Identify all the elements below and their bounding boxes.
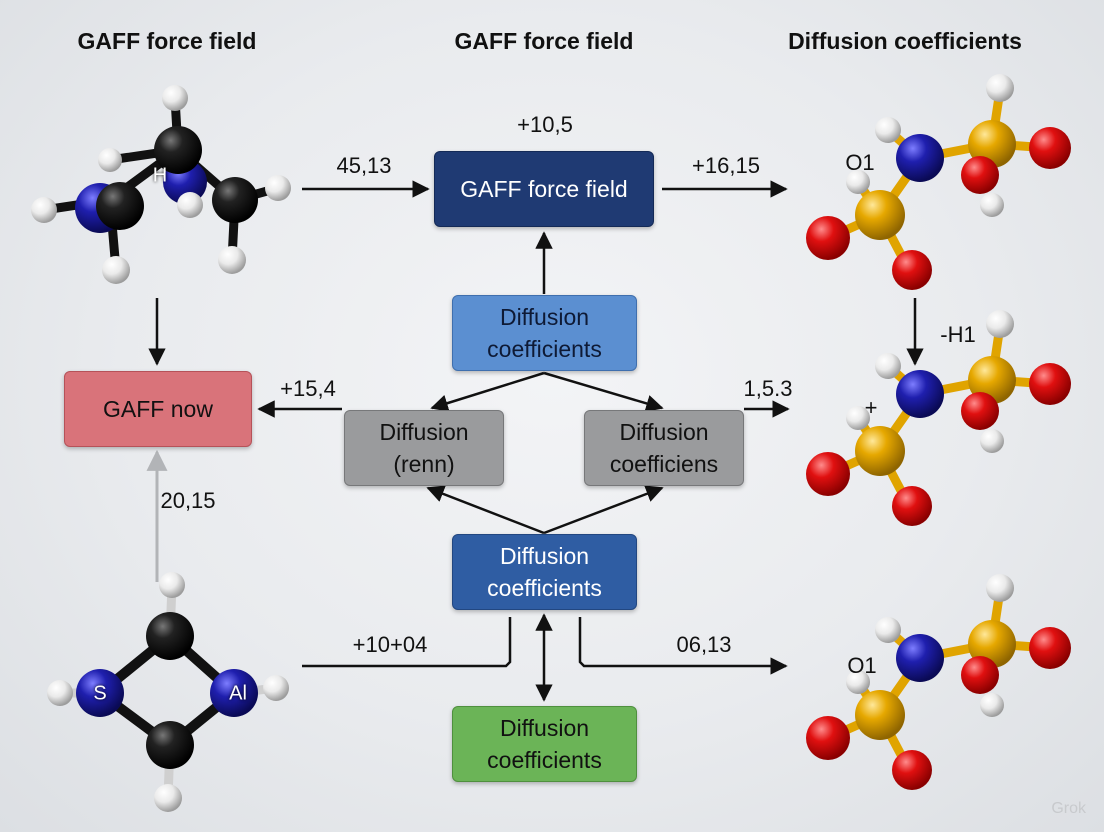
node-diffusion-renn[interactable]: Diffusion (renn) (344, 410, 504, 486)
edge-label-left-lower: 20,15 (160, 488, 216, 513)
node-diffusion-green-line2: coefficients (487, 747, 602, 773)
node-gaff-now-label: GAFF now (103, 396, 213, 422)
molecule-right-bottom (806, 574, 1071, 790)
edge-label-top-left: 45,13 (336, 153, 392, 178)
edge-label-right-minus: -H1 (940, 322, 976, 347)
molecule-top-left (31, 85, 291, 284)
atom-label-al: Al (229, 682, 247, 705)
node-diffusion-coefficiens-line1: Diffusion (619, 419, 709, 445)
atom-label-o1-bottom: O1 (847, 653, 877, 678)
node-diffusion-coefficiens-line2: coefficiens (609, 451, 719, 477)
connector-bottom-right (578, 617, 788, 675)
atom-label-s: S (93, 682, 107, 705)
connector-bottom-left (302, 617, 512, 668)
atom-label-h: H (152, 164, 168, 187)
node-diffusion-upper-line1: Diffusion (499, 304, 590, 330)
arrow-midupper-to-gray-right (543, 371, 664, 412)
atom-label-plus: + (864, 395, 878, 420)
node-diffusion-coefficiens[interactable]: Diffusion coefficiens (584, 410, 744, 486)
header-left: GAFF force field (77, 28, 257, 54)
atom-label-o1-top: O1 (845, 150, 875, 175)
node-gaff-force-field-label: GAFF force field (460, 176, 628, 202)
node-diffusion-renn-line1: Diffusion (379, 419, 469, 445)
edge-label-bottom-left: +10+04 (352, 632, 428, 657)
connectors (148, 180, 924, 702)
edge-label-left-mid: +15,4 (280, 376, 336, 401)
node-diffusion-lower[interactable]: Diffusion coefficients (452, 534, 637, 610)
molecule-right-top (806, 74, 1071, 290)
edge-label-top-plus: +10,5 (517, 112, 573, 137)
arrow-lower-to-gray-left (426, 485, 545, 535)
header-center: GAFF force field (454, 28, 634, 54)
node-diffusion-green[interactable]: Diffusion coefficients (452, 706, 637, 782)
edge-label-bottom-right: 06,13 (676, 632, 732, 657)
node-diffusion-upper[interactable]: Diffusion coefficients (452, 295, 637, 371)
node-diffusion-renn-line2: (renn) (393, 451, 455, 477)
node-diffusion-lower-line2: coefficients (487, 575, 602, 601)
node-gaff-force-field[interactable]: GAFF force field (434, 151, 654, 227)
node-diffusion-green-line1: Diffusion (499, 715, 590, 741)
arrow-midupper-to-gray-left (430, 371, 545, 412)
edge-label-right-mid: 1,5.3 (743, 376, 793, 401)
arrow-lower-to-gray-right (543, 485, 664, 535)
edge-label-top-right: +16,15 (692, 153, 760, 178)
molecule-bottom-left (47, 572, 289, 812)
watermark: Grok (1051, 800, 1086, 817)
node-diffusion-upper-line2: coefficients (487, 336, 602, 362)
node-gaff-now[interactable]: GAFF now (64, 371, 252, 447)
node-diffusion-lower-line1: Diffusion (499, 543, 590, 569)
header-right: Diffusion coefficients (788, 28, 1022, 54)
molecule-right-middle (806, 310, 1071, 526)
